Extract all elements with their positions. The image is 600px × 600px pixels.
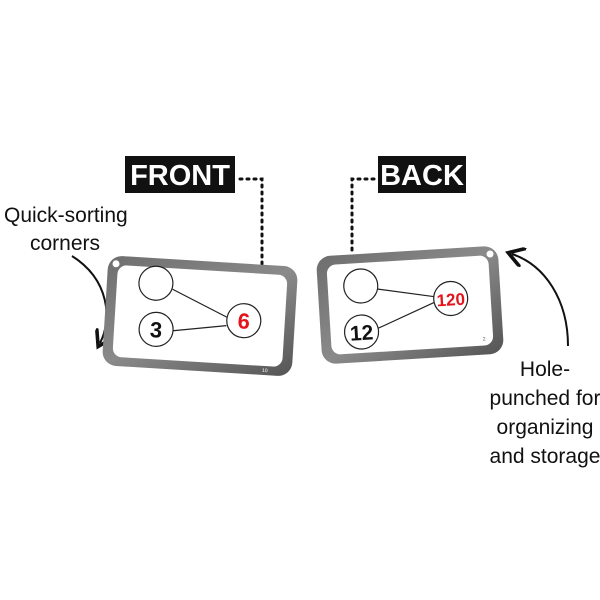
callout-line: and storage	[490, 445, 600, 468]
callout-line: Hole-	[520, 358, 570, 381]
right-curved-arrow-icon	[512, 254, 569, 347]
back-label-text: BACK	[380, 160, 464, 192]
callout-line: punched for	[490, 387, 600, 410]
callout-line: corners	[30, 232, 100, 255]
empty-circle	[343, 268, 379, 304]
bottom-circle-value: 12	[349, 321, 374, 345]
empty-circle	[138, 265, 174, 301]
hole-punch	[112, 260, 120, 268]
front-card: 3 6 10	[102, 256, 298, 376]
card-number: 10	[262, 368, 268, 374]
right-callout: Hole- punched for organizing and storage	[490, 358, 600, 468]
front-leader-line	[238, 177, 264, 268]
back-label: BACK	[378, 156, 466, 193]
left-callout: Quick-sorting corners	[4, 204, 128, 255]
hole-punch	[486, 250, 494, 258]
bottom-circle-value: 3	[149, 317, 163, 343]
back-leader-line	[350, 177, 376, 252]
card-number: 2	[483, 336, 486, 342]
left-curved-arrow-icon	[71, 255, 107, 343]
back-card: 12 120 2	[316, 246, 504, 364]
front-label: FRONT	[125, 156, 235, 193]
callout-line: organizing	[497, 416, 594, 439]
right-circle-value: 6	[237, 308, 251, 334]
right-circle-value: 120	[436, 290, 465, 311]
callout-line: Quick-sorting	[4, 204, 128, 227]
front-label-text: FRONT	[130, 160, 230, 192]
